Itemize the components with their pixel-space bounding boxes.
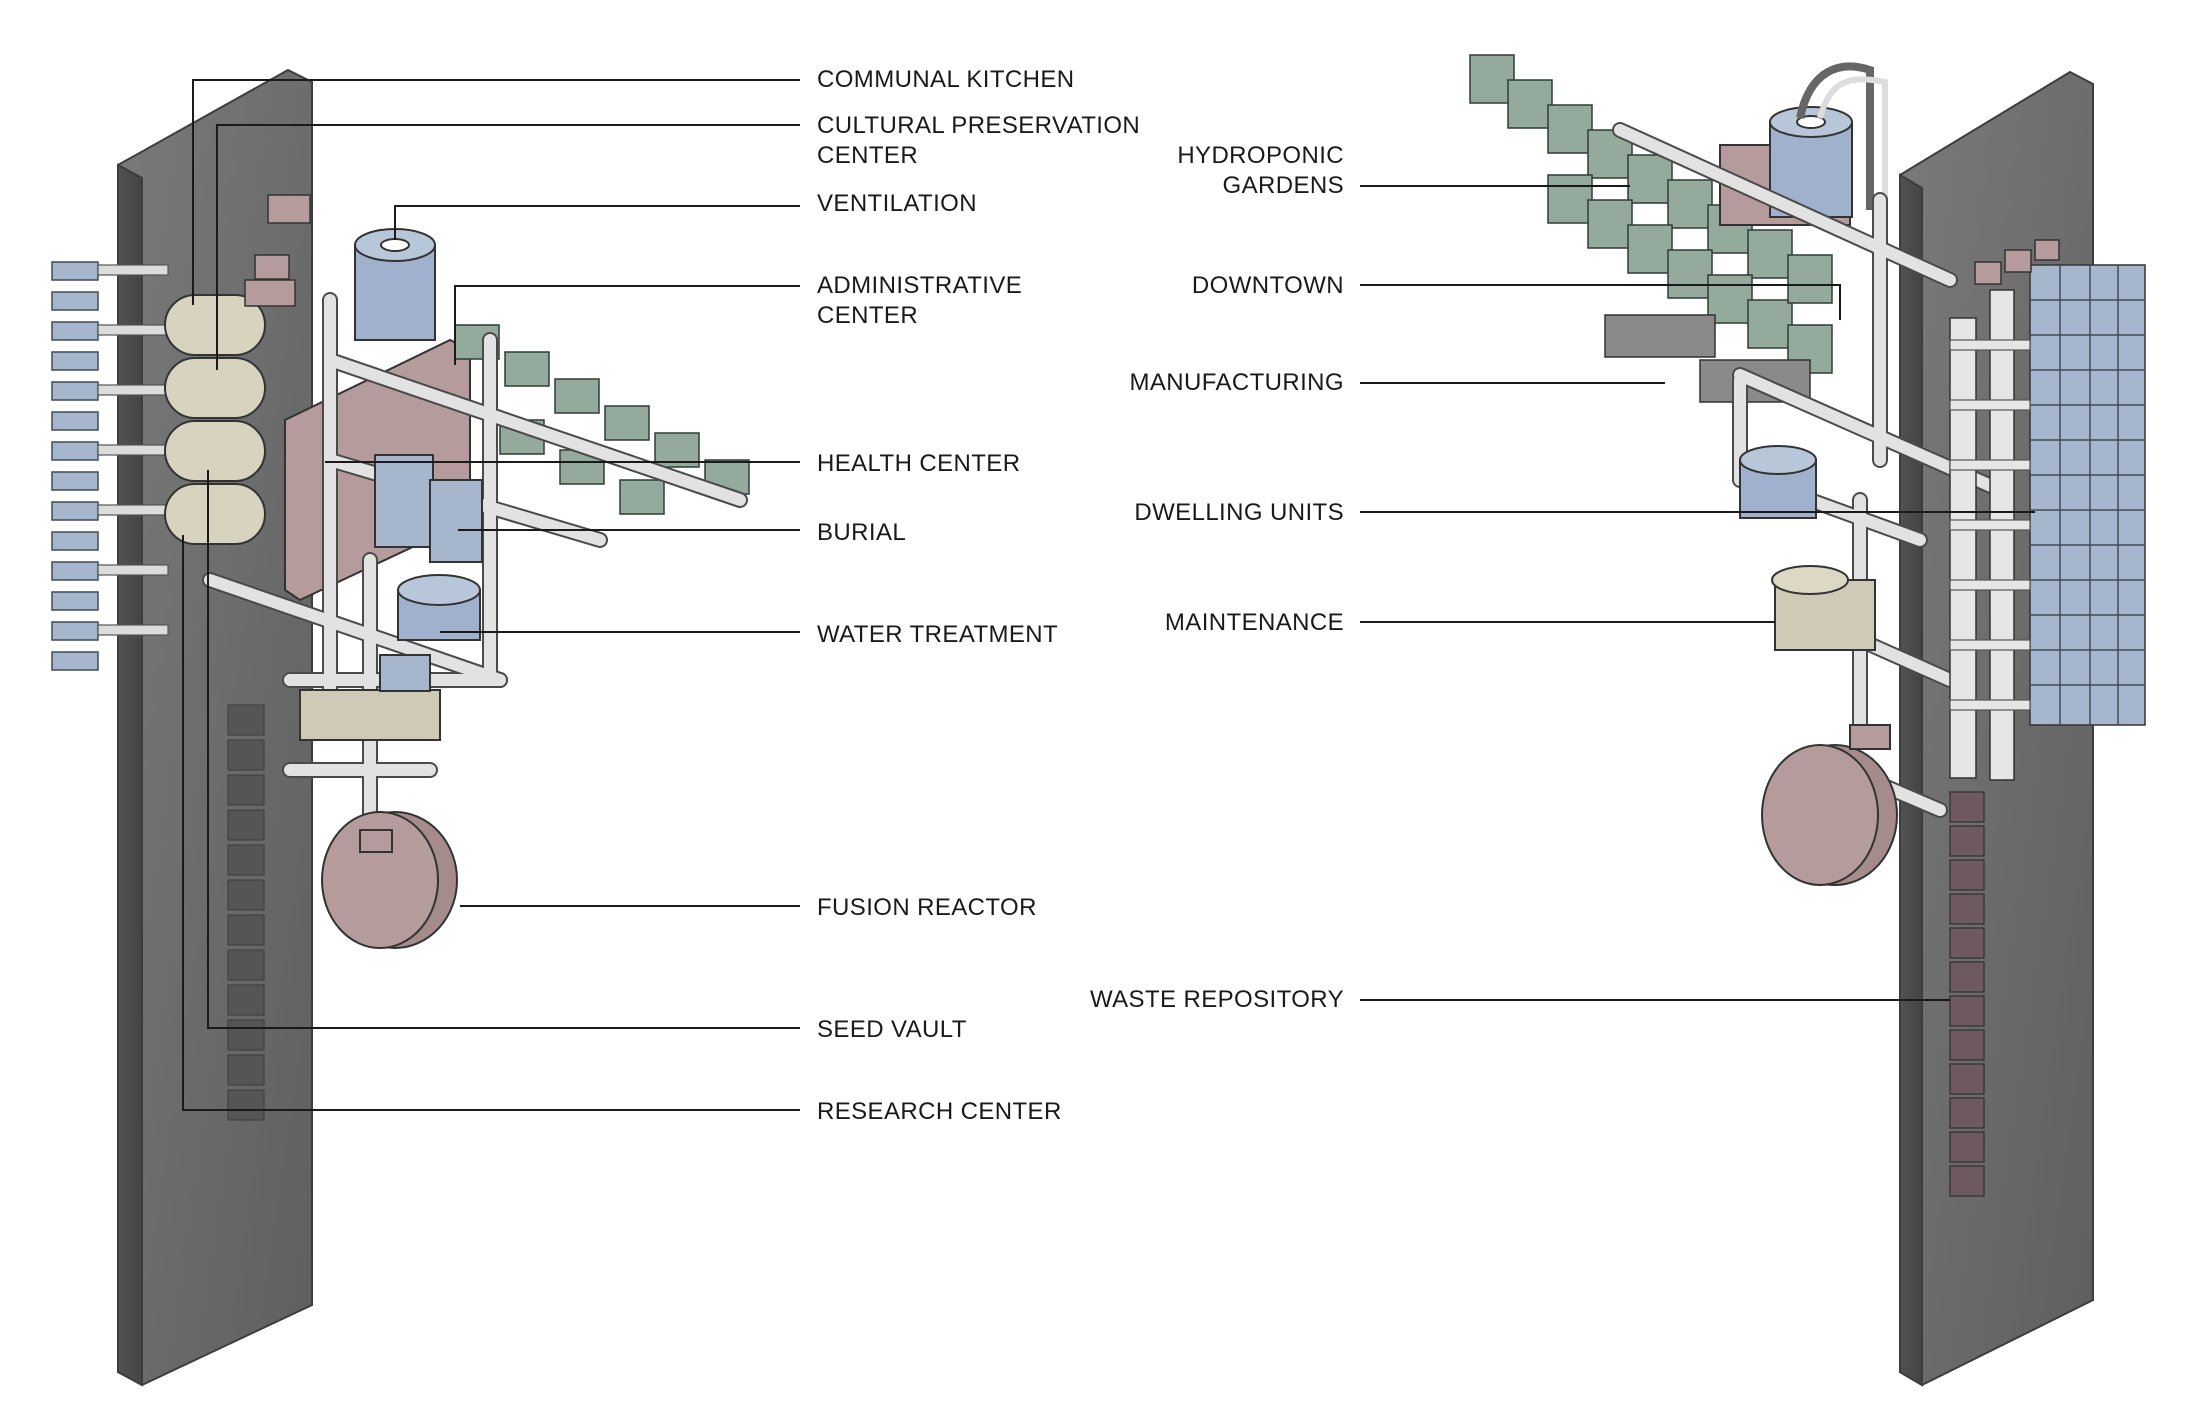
left-leader-lines [182,79,800,1111]
label-communal-kitchen: COMMUNAL KITCHEN [817,66,1075,93]
right-dwelling-grid [1949,264,2146,781]
left-fusion-reactor [321,811,458,949]
left-research-cylinders [164,294,266,545]
label-downtown: DOWNTOWN [1191,272,1344,299]
label-research-center: RESEARCH CENTER [817,1098,1062,1125]
label-waste-repository: WASTE REPOSITORY [1089,986,1344,1013]
label-water-treatment: WATER TREATMENT [817,621,1059,648]
label-dwelling-units: DWELLING UNITS [1134,499,1344,526]
right-blue-tank [1739,445,1817,519]
right-structure [1469,54,2146,1387]
label-ventilation: VENTILATION [817,190,977,217]
right-waste-blocks [1949,791,1985,1197]
left-concrete-slab-edge [117,163,143,1387]
right-leader-lines [1360,185,2035,1001]
left-waste-blocks [227,704,265,1121]
left-structure [51,68,750,1387]
left-blue-square [379,654,431,692]
right-garden-blocks [1469,54,1833,374]
label-maintenance: MAINTENANCE [1164,609,1344,636]
label-burial: BURIAL [817,519,907,546]
left-blue-boxes [374,454,483,563]
left-water-tank [397,574,481,641]
left-maintenance-block [299,689,441,741]
right-dwelling-side-rungs [1949,339,2031,711]
right-dwelling-cells [2030,265,2145,725]
label-fusion-reactor: FUSION REACTOR [817,894,1037,921]
right-fusion-reactor [1761,724,1898,886]
label-manufacturing: MANUFACTURING [1129,369,1344,396]
left-small-blocks [244,194,311,307]
right-maintenance-block [1771,565,1876,651]
right-ventilation-tank [1769,62,1888,218]
label-health-center: HEALTH CENTER [817,450,1021,477]
right-downtown-blocks [1974,239,2060,285]
left-dwelling-pods [51,261,99,671]
right-concrete-slab-edge [1899,173,1923,1387]
label-seed-vault: SEED VAULT [817,1016,967,1043]
left-ventilation-tank [354,228,436,341]
